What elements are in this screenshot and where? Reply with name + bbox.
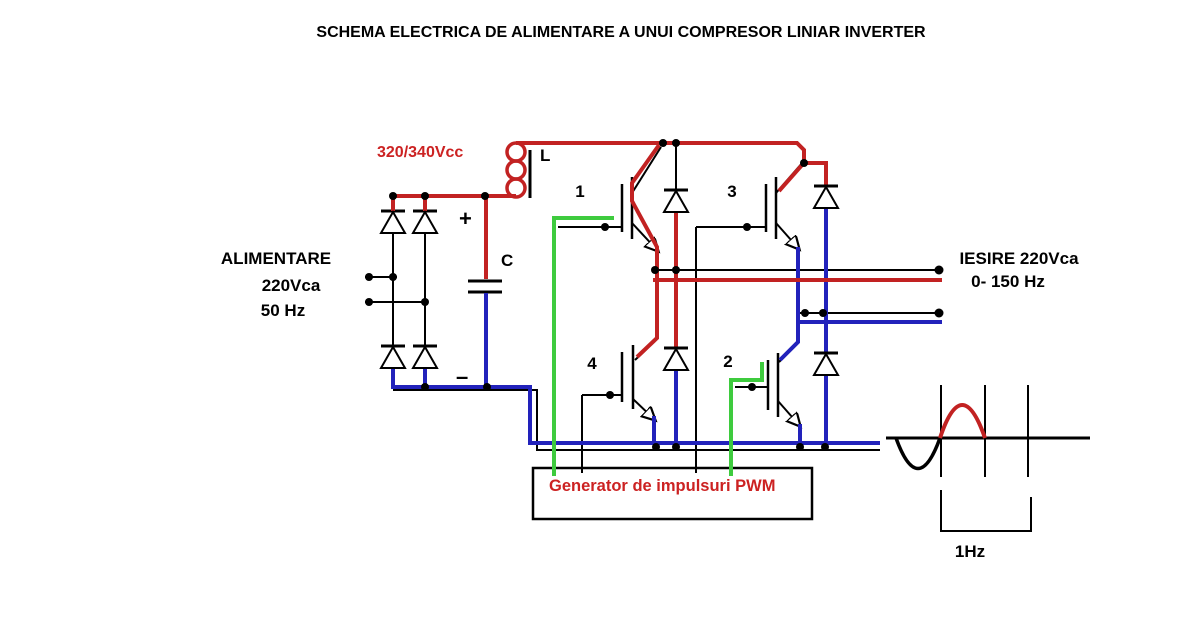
igbt-3-label: 3 — [727, 182, 736, 201]
plus-label: + — [459, 206, 472, 231]
inductor-turn-1 — [505, 141, 527, 163]
sine-negative-halfcycle — [894, 437, 942, 470]
junction-dots — [365, 139, 944, 451]
igbt-2-collector-wire — [778, 322, 800, 362]
capacitor-label: C — [501, 251, 513, 270]
freewheel-diode-3 — [812, 184, 840, 209]
supply-frequency-label: 50 Hz — [261, 301, 305, 320]
inductor-label: L — [540, 146, 550, 165]
igbt-2-label: 2 — [723, 352, 732, 371]
gate-wire-igbt-1 — [552, 216, 614, 476]
positive-dc-wires — [391, 141, 987, 439]
bridge-diode-2 — [411, 209, 439, 234]
waveform-frequency-label: 1Hz — [955, 542, 985, 561]
igbt-1-label: 1 — [575, 182, 584, 201]
igbt-4-label: 4 — [587, 354, 597, 373]
diagram-title: SCHEMA ELECTRICA DE ALIMENTARE A UNUI CO… — [316, 24, 926, 41]
ac-input-terminal-1 — [365, 273, 373, 281]
waveform — [886, 385, 1090, 532]
negative-dc-wires — [391, 209, 942, 445]
freewheel-diode-1 — [662, 188, 690, 213]
pwm-gate-wires — [552, 216, 764, 476]
igbt-3-symbol — [695, 161, 804, 473]
bridge-diode-3 — [379, 344, 407, 369]
negative-bus-black — [393, 389, 880, 451]
inductor-turn-2 — [505, 159, 527, 181]
negative-bus — [391, 385, 880, 445]
output-label: IESIRE 220Vca — [959, 249, 1079, 268]
output-terminal-a — [934, 265, 944, 275]
igbt-3-collector-wire — [777, 163, 804, 193]
pwm-generator-label: Generator de impulsuri PWM — [549, 477, 775, 495]
sine-positive-halfcycle — [938, 403, 987, 439]
output-frequency-label: 0- 150 Hz — [971, 272, 1045, 291]
freewheel-diode-4 — [662, 346, 690, 371]
inductor-turn-3 — [505, 177, 527, 199]
diodes — [379, 184, 840, 376]
period-bracket — [940, 490, 1032, 532]
dc-voltage-label: 320/340Vcc — [377, 144, 463, 161]
supply-label: ALIMENTARE — [221, 249, 331, 268]
pwm-generator-box — [531, 466, 814, 521]
gate-wire-igbt-2 — [729, 362, 764, 476]
diode-3-feed-wire — [804, 161, 828, 185]
freewheel-diode-2 — [812, 351, 840, 376]
ac-input-terminal-2 — [365, 298, 373, 306]
igbt-2-symbol — [735, 343, 800, 426]
positive-dc-bus — [516, 141, 806, 163]
bridge-diode-4 — [411, 344, 439, 369]
supply-voltage-label: 220Vca — [262, 276, 321, 295]
output-terminal-b — [934, 308, 944, 318]
minus-label: – — [456, 364, 468, 389]
bridge-diode-1 — [379, 209, 407, 234]
igbt-1-4-chain-wire — [630, 143, 661, 359]
dc-link-black — [468, 150, 532, 294]
